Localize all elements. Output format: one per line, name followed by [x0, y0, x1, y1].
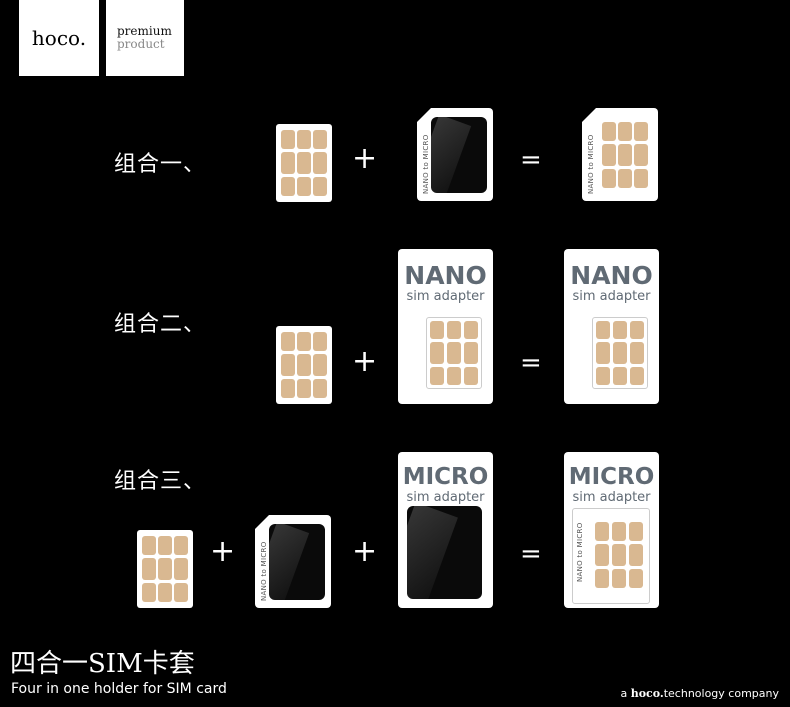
plus-sign: + [352, 141, 378, 176]
equals-sign: = [520, 145, 542, 175]
adapter-window [407, 506, 482, 599]
combo-1-result: NANO to MICRO [582, 108, 658, 201]
adapter-window [269, 524, 325, 600]
combo-1-label: 组合一、 [114, 152, 207, 177]
adapter-title: MICRO [402, 464, 489, 490]
sim-chip-icon [602, 122, 648, 188]
plus-sign: + [210, 534, 236, 569]
nano-to-micro-adapter: NANO to MICRO [417, 108, 493, 201]
company-prefix: a [620, 687, 628, 700]
sim-chip-icon [142, 536, 188, 602]
nano-slot [426, 317, 482, 389]
combo-2-result: NANO sim adapter [564, 249, 659, 404]
nano-sim-card [276, 326, 332, 404]
sim-chip-icon [430, 321, 478, 385]
nano-to-micro-text: NANO to MICRO [587, 134, 595, 194]
combo-3-result: MICRO sim adapter NANO to MICRO [564, 452, 659, 608]
adapter-subtitle: sim adapter [406, 289, 485, 304]
product-title-cn: 四合一SIM卡套 [10, 649, 195, 679]
nano-sim-card [137, 530, 193, 608]
badge-line-1: premium [117, 24, 172, 38]
sim-chip-icon [595, 522, 643, 588]
adapter-title: NANO [570, 261, 653, 290]
nano-to-micro-text: NANO to MICRO [260, 541, 268, 601]
nano-to-micro-adapter: NANO to MICRO [255, 515, 331, 608]
equals-sign: = [520, 348, 542, 378]
nano-slot [592, 317, 648, 389]
nano-to-micro-text: NANO to MICRO [576, 522, 584, 582]
micro-sim-adapter: MICRO sim adapter [398, 452, 493, 608]
company-brand: hoco. [630, 687, 664, 700]
logo-text: hoco. [31, 26, 87, 50]
adapter-subtitle: sim adapter [572, 289, 651, 304]
sim-chip-icon [596, 321, 644, 385]
sim-chip-icon [281, 332, 327, 398]
badge-line-2: product [117, 37, 165, 51]
hoco-logo: hoco. [19, 0, 99, 76]
adapter-window [431, 117, 487, 193]
company-tagline: a hoco.technology company [620, 687, 779, 700]
plus-sign: + [352, 534, 378, 569]
equals-sign: = [520, 539, 542, 569]
adapter-title: MICRO [568, 464, 655, 490]
nano-to-micro-text: NANO to MICRO [422, 134, 430, 194]
adapter-subtitle: sim adapter [572, 490, 651, 505]
combo-2-label: 组合二、 [114, 312, 207, 337]
company-suffix: technology company [663, 687, 779, 700]
product-title-en: Four in one holder for SIM card [11, 681, 227, 697]
micro-slot [572, 508, 650, 604]
nano-sim-adapter: NANO sim adapter [398, 249, 493, 404]
combo-3-label: 组合三、 [114, 469, 207, 494]
adapter-subtitle: sim adapter [406, 490, 485, 505]
plus-sign: + [352, 344, 378, 379]
adapter-title: NANO [404, 261, 487, 290]
premium-product-badge: premium product [106, 0, 184, 76]
nano-sim-card [276, 124, 332, 202]
sim-chip-icon [281, 130, 327, 196]
